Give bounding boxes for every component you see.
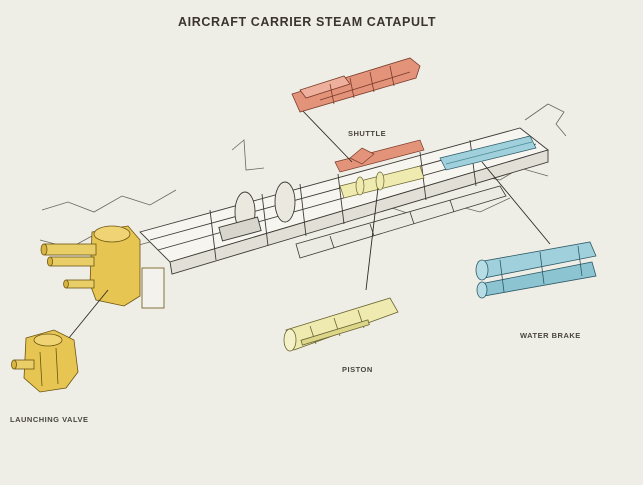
shuttle-on-cylinder <box>334 139 425 173</box>
launching-valve-label: LAUNCHING VALVE <box>10 415 88 424</box>
water-brake-exploded <box>475 241 597 299</box>
piston-in-cylinder <box>339 165 425 199</box>
diagram-title: AIRCRAFT CARRIER STEAM CATAPULT <box>178 15 436 29</box>
shuttle-label: SHUTTLE <box>348 129 386 138</box>
piston-label: PISTON <box>342 365 373 374</box>
launching-valve-assembly <box>40 225 165 309</box>
piston-exploded <box>283 297 399 352</box>
shuttle-exploded <box>291 57 421 113</box>
water-brake-label: WATER BRAKE <box>520 331 581 340</box>
trough <box>295 185 507 259</box>
launching-valve-exploded <box>11 329 79 393</box>
leader-lines <box>63 107 551 345</box>
water-brake-on-cylinder <box>439 135 537 171</box>
